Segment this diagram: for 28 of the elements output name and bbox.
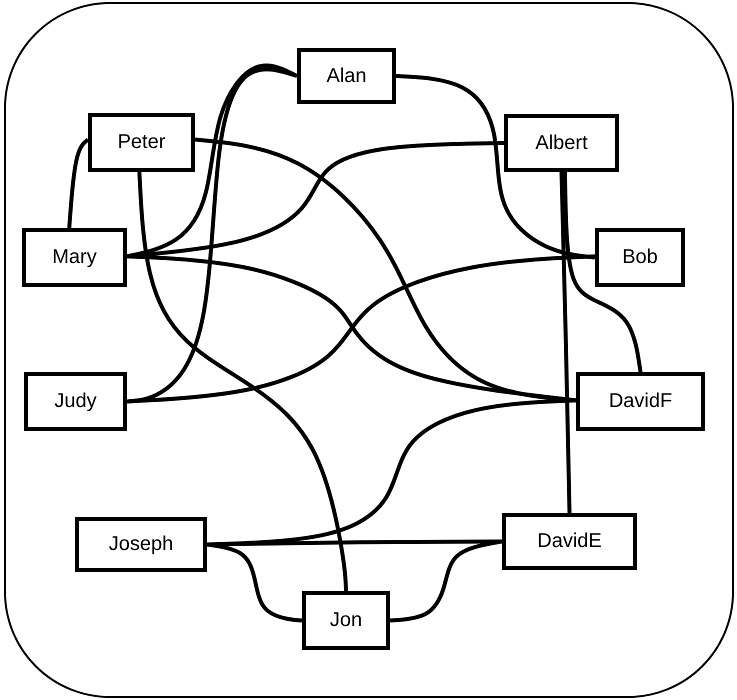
name-box	[595, 228, 685, 287]
name-label: Peter	[118, 131, 166, 154]
name-label: Bob	[622, 246, 658, 269]
name-box	[75, 517, 207, 572]
connector-line	[388, 540, 504, 622]
connector-line	[125, 141, 506, 258]
name-label: DavidE	[537, 530, 602, 553]
connector-line	[562, 170, 642, 374]
name-label: Albert	[535, 132, 588, 154]
name-label: Mary	[52, 246, 97, 269]
name-label: Joseph	[108, 533, 174, 556]
name-box	[576, 372, 705, 431]
name-box	[502, 513, 637, 570]
connector-line	[394, 74, 597, 260]
name-box	[297, 48, 396, 104]
name-label: Alan	[326, 64, 367, 88]
name-box	[24, 372, 127, 431]
name-label: Judy	[54, 390, 97, 413]
name-label: Jon	[330, 609, 362, 632]
name-box	[88, 113, 195, 172]
connector-line	[137, 170, 348, 593]
name-label: DavidF	[608, 390, 672, 413]
name-box	[504, 114, 619, 172]
connector-line	[67, 138, 90, 230]
name-box	[302, 591, 390, 650]
name-box	[22, 228, 127, 287]
connector-line	[205, 542, 304, 622]
connector-line	[560, 170, 572, 515]
